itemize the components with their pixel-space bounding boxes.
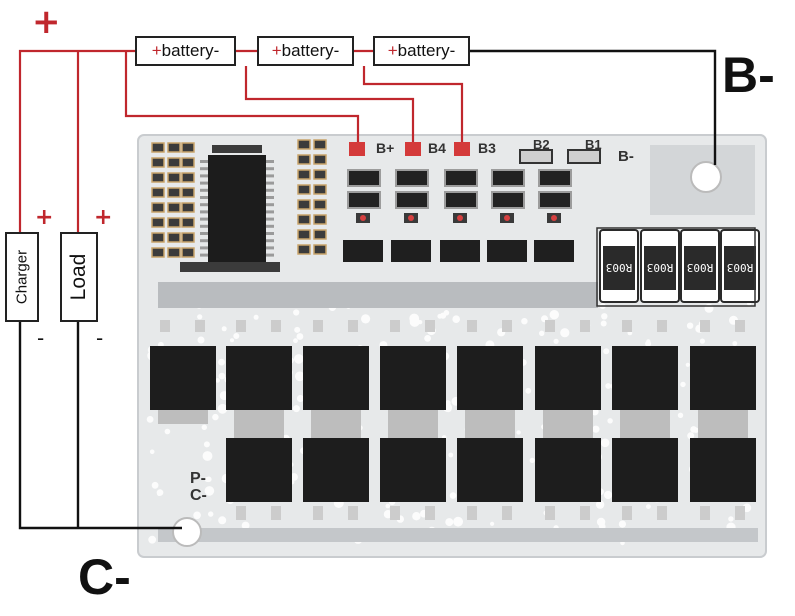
battery-cell-2: +battery- [257, 36, 354, 66]
pad-label-b1: B1 [585, 137, 602, 152]
charger-positive-sign: + [35, 205, 54, 230]
c-minus-hole [172, 517, 202, 547]
battery-cell-3: +battery- [373, 36, 470, 66]
load-positive-sign: + [94, 205, 113, 230]
pad-label-b2: B2 [533, 137, 550, 152]
control-ic [200, 155, 274, 263]
black-wires [18, 49, 717, 530]
red-wires [18, 49, 464, 232]
pad-label-b-plus: B+ [376, 140, 395, 156]
charger-label: Charger [13, 249, 31, 305]
battery-label: battery- [397, 41, 456, 60]
edge-label-c-minus: C- [190, 487, 207, 504]
shunt-resistor-marking: R003 [606, 261, 633, 274]
pad-label-b4: B4 [428, 140, 446, 156]
shunt-resistor-marking: R003 [727, 261, 754, 274]
pad-label-b3: B3 [478, 140, 496, 156]
shunt-resistor-marking: R003 [647, 261, 674, 274]
edge-label-p-minus: P- [190, 470, 206, 487]
battery-label: battery- [281, 41, 340, 60]
battery-positive-sign: + [151, 41, 162, 60]
shunt-resistor-marking: R003 [687, 261, 714, 274]
load-negative-sign: - [96, 326, 104, 350]
charger-box: Charger [5, 232, 39, 322]
battery-cell-1: +battery- [135, 36, 236, 66]
battery-label: battery- [161, 41, 220, 60]
b-minus-terminal-label: B- [722, 47, 775, 103]
pad-label-b-minus: B- [618, 148, 634, 165]
charger-negative-sign: - [37, 326, 45, 350]
battery-positive-sign: + [271, 41, 282, 60]
load-label: Load [67, 253, 90, 301]
c-minus-terminal-label: C- [78, 549, 131, 605]
load-box: Load [60, 232, 98, 322]
battery-positive-sign: + [387, 41, 398, 60]
main-positive-sign: + [32, 2, 61, 42]
b-minus-hole [690, 161, 722, 193]
